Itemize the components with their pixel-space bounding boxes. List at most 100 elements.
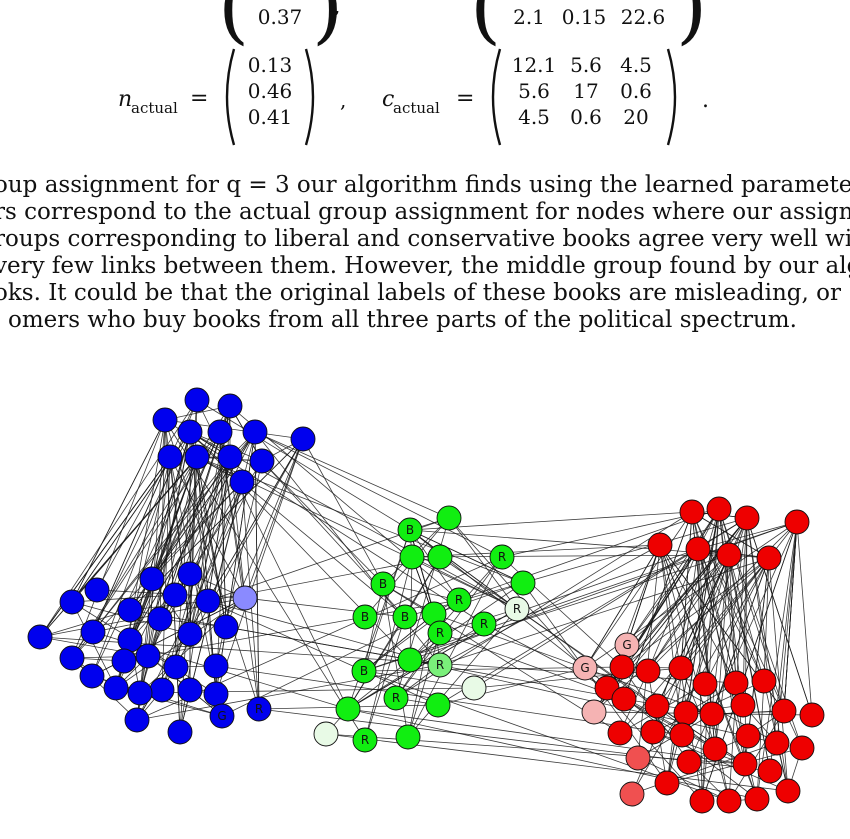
network-node-red bbox=[611, 686, 637, 712]
network-edge bbox=[164, 419, 366, 741]
network-node-red bbox=[756, 545, 782, 571]
network-edge bbox=[92, 456, 171, 633]
c-cell-1-1: 12.1 bbox=[511, 53, 557, 77]
network-node-red bbox=[744, 786, 770, 812]
n-actual-vector: 0.13 0.46 0.41 bbox=[238, 52, 302, 130]
network-node-blue bbox=[177, 419, 203, 445]
node-label-r: R bbox=[361, 733, 369, 747]
c-matrix-col-3: 4.5 0.6 20 bbox=[612, 52, 660, 130]
network-node-red bbox=[679, 499, 705, 525]
network-node-red bbox=[734, 505, 760, 531]
network-node-green bbox=[392, 604, 418, 630]
network-edge bbox=[363, 554, 730, 672]
network-edge bbox=[411, 544, 661, 558]
network-node-blue bbox=[242, 419, 268, 445]
c-last-1: 2.1 bbox=[513, 5, 545, 29]
network-node-red bbox=[751, 668, 777, 694]
separator-comma: , bbox=[340, 88, 347, 112]
paren-n-left bbox=[225, 48, 236, 146]
network-edge bbox=[626, 508, 720, 646]
network-node-blue bbox=[184, 444, 210, 470]
network-edge bbox=[364, 556, 413, 741]
network-node-blue bbox=[163, 654, 189, 680]
equals-sign-c: = bbox=[456, 86, 475, 111]
network-node-blue bbox=[207, 419, 233, 445]
network-node-green bbox=[383, 685, 409, 711]
network-node-green bbox=[427, 620, 453, 646]
network-edge bbox=[439, 557, 770, 666]
network-edge bbox=[215, 438, 304, 695]
network-edge bbox=[175, 399, 198, 668]
network-edge bbox=[151, 456, 231, 580]
network-node-red bbox=[757, 758, 783, 784]
network-node-green bbox=[335, 696, 361, 722]
network-node-red bbox=[654, 770, 680, 796]
paragraph-line-6: omers who buy books from all three parts… bbox=[8, 307, 797, 333]
network-edge bbox=[756, 680, 765, 800]
network-node-red bbox=[609, 654, 635, 680]
network-node-blue bbox=[27, 624, 53, 650]
network-node-blue bbox=[195, 588, 221, 614]
network-edge bbox=[136, 664, 441, 721]
network-edge bbox=[728, 517, 748, 802]
network-node-blue bbox=[152, 407, 178, 433]
network-edge bbox=[439, 632, 625, 700]
network-edge bbox=[115, 597, 246, 689]
network-edge bbox=[704, 508, 720, 685]
node-label-r: R bbox=[392, 691, 400, 705]
node-label-r: R bbox=[455, 593, 463, 607]
network-node-green bbox=[370, 571, 396, 597]
paren-n-right bbox=[304, 48, 315, 146]
node-label-b: B bbox=[406, 523, 414, 537]
network-node-blue bbox=[135, 643, 161, 669]
network-edge bbox=[302, 438, 384, 585]
network-node-blue bbox=[127, 680, 153, 706]
c-cell-2-3: 0.6 bbox=[620, 79, 652, 103]
network-node-red bbox=[732, 751, 758, 777]
network-node-blue bbox=[246, 696, 272, 722]
c-cell-1-2: 5.6 bbox=[570, 53, 602, 77]
network-node-green bbox=[425, 692, 451, 718]
network-node-blue bbox=[249, 448, 275, 474]
c-cell-2-1: 5.6 bbox=[518, 79, 550, 103]
network-node-green bbox=[397, 647, 423, 673]
network-node-blue bbox=[79, 663, 105, 689]
network-node-red bbox=[689, 788, 715, 814]
network-edge bbox=[656, 557, 770, 707]
network-edge bbox=[254, 431, 450, 519]
network-edge bbox=[626, 548, 699, 646]
network-edge bbox=[647, 548, 699, 672]
paren-c-right bbox=[666, 48, 677, 146]
node-label-r: R bbox=[436, 626, 444, 640]
network-node-green bbox=[352, 604, 378, 630]
node-label-r: R bbox=[480, 617, 488, 631]
network-edge bbox=[254, 431, 503, 558]
network-node-blue bbox=[80, 619, 106, 645]
network-edge bbox=[711, 557, 770, 715]
network-edge bbox=[221, 599, 460, 717]
network-edge bbox=[623, 511, 693, 700]
comma: , bbox=[334, 0, 341, 18]
network-node-red bbox=[640, 719, 666, 745]
network-node-blue bbox=[59, 645, 85, 671]
paragraph-line-5: oks. It could be that the original label… bbox=[0, 280, 841, 306]
paren-right: ) bbox=[312, 0, 344, 53]
network-edge bbox=[680, 667, 716, 750]
network-edge bbox=[637, 757, 730, 802]
network-node-red bbox=[673, 700, 699, 726]
network-edge bbox=[363, 583, 384, 672]
network-edge bbox=[347, 659, 411, 710]
network-node-blue bbox=[213, 614, 239, 640]
network-edge bbox=[123, 431, 191, 662]
network-edge bbox=[783, 521, 798, 712]
network-node-red bbox=[735, 723, 761, 749]
network-edge bbox=[363, 613, 435, 672]
node-label-b: B bbox=[361, 610, 369, 624]
network-edge bbox=[656, 705, 746, 765]
network-edge bbox=[704, 557, 770, 685]
network-edge bbox=[763, 557, 770, 682]
body-paragraph: oup assignment for q = 3 our algorithm f… bbox=[0, 172, 850, 334]
network-node-blue bbox=[184, 387, 210, 413]
c-cell-3-2: 0.6 bbox=[570, 105, 602, 129]
node-label-b: B bbox=[401, 610, 409, 624]
